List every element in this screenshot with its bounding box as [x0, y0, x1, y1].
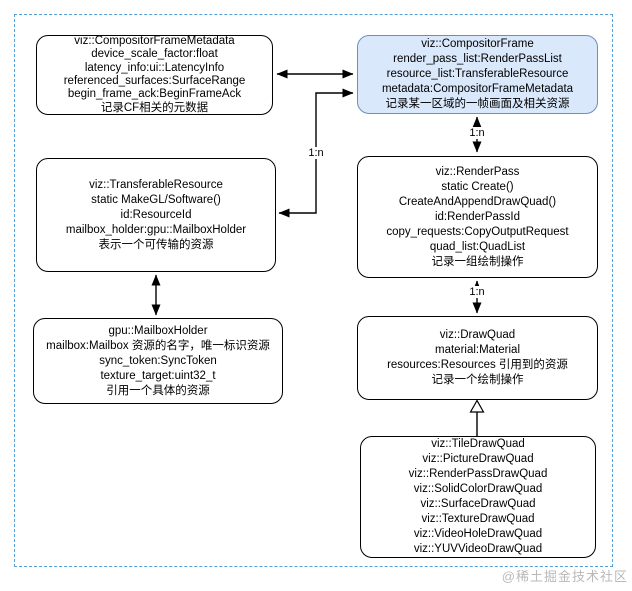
node-line: begin_frame_ack:BeginFrameAck	[67, 88, 242, 101]
node-line: resources:Resources 引用到的资源	[387, 359, 568, 371]
node-line: mailbox_holder:gpu::MailboxHolder	[65, 223, 247, 236]
watermark: @稀土掘金技术社区	[501, 569, 628, 584]
node-transferable-resource: viz::TransferableResource static MakeGL/…	[36, 158, 276, 272]
node-note-line: 表示一个可传输的资源	[98, 238, 214, 251]
node-line: CreateAndAppendDrawQuad()	[398, 195, 557, 208]
node-line: viz::TileDrawQuad	[431, 438, 525, 450]
node-title-line: viz::TransferableResource	[89, 178, 223, 191]
node-line: render_pass_list:RenderPassList	[393, 53, 562, 65]
node-mailbox-holder: gpu::MailboxHolder mailbox:Mailbox 资源的名字…	[33, 318, 283, 404]
node-line: metadata:CompositorFrameMetadata	[381, 83, 574, 95]
node-line: sync_token:SyncToken	[99, 354, 217, 367]
node-line: id:RenderPassId	[434, 210, 521, 223]
node-line: id:ResourceId	[120, 208, 192, 221]
node-line: viz::VideoHoleDrawQuad	[413, 528, 543, 540]
node-line: mailbox:Mailbox 资源的名字，唯一标识资源	[46, 339, 270, 352]
multiplicity-label-renderpass-drawquad: 1:n	[467, 286, 487, 298]
node-note-line: 记录某一区域的一帧画面及相关资源	[385, 98, 570, 110]
node-title-line: viz::CompositorFrameMetadata	[74, 34, 235, 47]
node-line: referenced_surfaces:SurfaceRange	[63, 75, 246, 87]
multiplicity-label-frame-renderpass: 1:n	[467, 127, 487, 139]
node-note-line: 引用一个具体的资源	[106, 384, 210, 397]
node-line: viz::SolidColorDrawQuad	[413, 483, 543, 495]
node-render-pass: viz::RenderPass static Create() CreateAn…	[357, 156, 598, 278]
node-line: texture_target:uint32_t	[100, 369, 216, 382]
node-draw-quad-subclasses: viz::TileDrawQuad viz::PictureDrawQuad v…	[360, 436, 596, 558]
node-compositor-frame-metadata: viz::CompositorFrameMetadata device_scal…	[36, 35, 273, 115]
node-line: copy_requests:CopyOutputRequest	[386, 225, 569, 238]
node-compositor-frame-highlighted: viz::CompositorFrame render_pass_list:Re…	[357, 35, 598, 114]
node-line: device_scale_factor:float	[91, 48, 218, 61]
node-title-line: viz::DrawQuad	[439, 329, 516, 341]
node-line: latency_info:ui::LatencyInfo	[84, 61, 225, 74]
node-line: static MakeGL/Software()	[91, 193, 221, 206]
node-line: resource_list:TransferableResource	[386, 68, 569, 80]
multiplicity-label-frame-resource: 1:n	[306, 147, 326, 159]
node-draw-quad: viz::DrawQuad material:Material resource…	[357, 316, 598, 400]
node-note-line: 记录一个绘制操作	[431, 374, 524, 386]
node-note-line: 记录CF相关的元数据	[100, 101, 209, 114]
node-line: viz::YUVVideoDrawQuad	[413, 543, 543, 555]
node-line: quad_list:QuadList	[429, 240, 526, 253]
dashed-frame	[14, 14, 613, 567]
node-line: material:Material	[435, 344, 520, 356]
node-line: static Create()	[441, 180, 514, 193]
node-title-line: gpu::MailboxHolder	[108, 324, 208, 337]
node-line: viz::TextureDrawQuad	[421, 513, 535, 525]
node-title-line: viz::CompositorFrame	[421, 38, 534, 50]
node-title-line: viz::RenderPass	[435, 165, 520, 178]
node-line: viz::SurfaceDrawQuad	[420, 498, 536, 510]
node-line: viz::PictureDrawQuad	[422, 453, 534, 465]
node-note-line: 记录一组绘制操作	[431, 255, 524, 268]
node-line: viz::RenderPassDrawQuad	[408, 468, 548, 480]
